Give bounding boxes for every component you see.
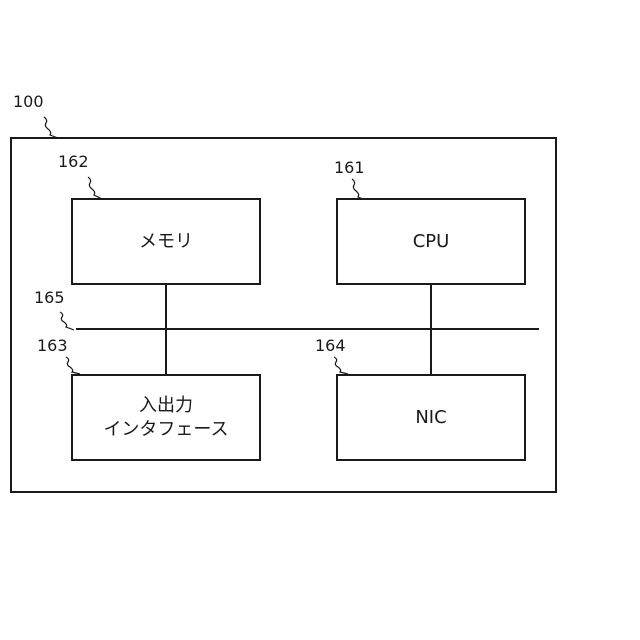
nic-block: NIC bbox=[336, 374, 526, 461]
ref-cpu: 161 bbox=[334, 159, 365, 177]
leader-100 bbox=[44, 117, 58, 138]
io-interface-block: 入出力 インタフェース bbox=[71, 374, 261, 461]
ref-system: 100 bbox=[13, 93, 44, 111]
ref-bus: 165 bbox=[34, 289, 65, 307]
nic-label: NIC bbox=[415, 406, 446, 430]
leader-165 bbox=[60, 312, 74, 330]
cpu-label: CPU bbox=[413, 230, 450, 254]
leader-164 bbox=[334, 357, 348, 374]
ref-memory: 162 bbox=[58, 153, 89, 171]
memory-block: メモリ bbox=[71, 198, 261, 285]
ref-io: 163 bbox=[37, 337, 68, 355]
leader-163 bbox=[66, 357, 80, 374]
leader-161 bbox=[352, 179, 366, 200]
ref-nic: 164 bbox=[315, 337, 346, 355]
leader-162 bbox=[88, 177, 102, 199]
cpu-block: CPU bbox=[336, 198, 526, 285]
io-interface-label: 入出力 インタフェース bbox=[103, 394, 228, 442]
memory-label: メモリ bbox=[139, 230, 193, 254]
